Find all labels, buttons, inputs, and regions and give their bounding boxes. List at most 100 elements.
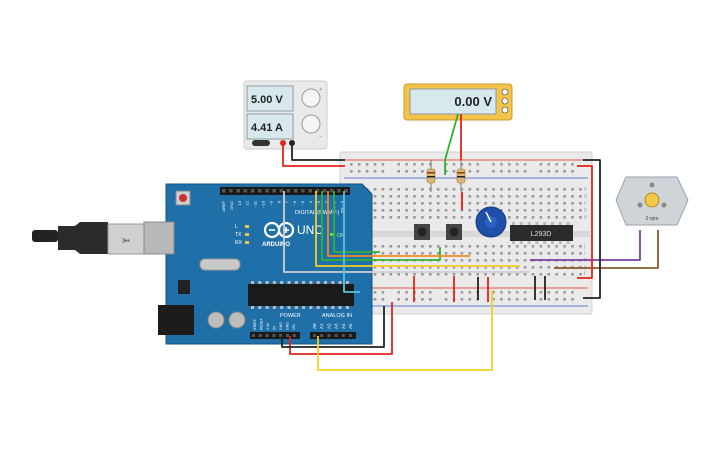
power-pin-label: GND bbox=[279, 322, 283, 330]
digital-pin-label: ~10 bbox=[261, 200, 266, 208]
digital-pin-label: 2 bbox=[324, 200, 329, 203]
pushbutton-1[interactable] bbox=[414, 224, 430, 240]
wire-meter-probe-green[interactable] bbox=[444, 113, 459, 175]
analog-pin-label: A5 bbox=[348, 323, 353, 329]
multimeter[interactable]: 0.00 V bbox=[403, 83, 513, 121]
pushbutton-2[interactable] bbox=[446, 224, 462, 240]
dc-jack bbox=[158, 305, 194, 335]
arduino-brand: ARDUINO bbox=[262, 242, 290, 248]
current-readout: 4.41 A bbox=[251, 122, 283, 134]
digital-pin-label: GND bbox=[229, 201, 234, 210]
wire-gnd-black[interactable] bbox=[281, 306, 385, 348]
usb-connector bbox=[107, 223, 145, 255]
wire-digital-cyan[interactable] bbox=[343, 191, 360, 293]
analog-pin-label: A4 bbox=[341, 323, 346, 329]
digital-pin-label: 4 bbox=[308, 200, 313, 203]
digital-pin-label: ~9 bbox=[268, 200, 273, 205]
analog-pin-label: A1 bbox=[319, 323, 324, 329]
voltage-display bbox=[246, 85, 294, 112]
motor-rpm: 0 rpm bbox=[646, 216, 659, 222]
voltage-readout: 5.00 V bbox=[251, 94, 283, 106]
mode-a[interactable] bbox=[501, 97, 509, 105]
power-header-label: POWER bbox=[280, 313, 301, 319]
mode-ohm[interactable] bbox=[501, 106, 509, 114]
on-led-label: ON bbox=[337, 233, 345, 239]
resistor-2[interactable] bbox=[456, 160, 466, 192]
driver-chip-label: L293D bbox=[531, 231, 552, 238]
power-pin-label: 5V bbox=[273, 325, 277, 330]
wire-analog-yellow[interactable] bbox=[317, 290, 493, 371]
usb-cable[interactable]: ⭃ bbox=[32, 222, 145, 255]
wire-5v-red[interactable] bbox=[289, 302, 393, 355]
wire-rail-black-right[interactable] bbox=[583, 159, 601, 299]
row-letter: i bbox=[584, 251, 585, 257]
atmega-chip bbox=[248, 284, 354, 306]
row-letter: e bbox=[584, 187, 587, 193]
digital-pin-label: 12 bbox=[245, 200, 250, 205]
current-knob[interactable] bbox=[301, 114, 321, 134]
digital-pin-label: AREF bbox=[221, 200, 226, 211]
row-letter: j bbox=[583, 244, 585, 250]
power-switch[interactable] bbox=[252, 140, 270, 146]
digital-header-label: DIGITAL (PWM ~) bbox=[295, 210, 339, 216]
digital-header bbox=[220, 187, 350, 195]
analog-pin-label: A0 bbox=[312, 323, 317, 329]
wires[interactable] bbox=[281, 113, 659, 371]
digital-pin-label: 13 bbox=[237, 200, 242, 205]
digital-pin-label: ~3 bbox=[316, 200, 321, 205]
ps-plus-label: + bbox=[319, 87, 322, 93]
center-channel bbox=[342, 231, 590, 237]
voltage-knob[interactable] bbox=[301, 88, 321, 108]
row-letter: b bbox=[584, 208, 587, 214]
row-letter: d bbox=[584, 194, 587, 200]
dc-motor[interactable]: 0 rpm bbox=[615, 176, 689, 226]
digital-pin-label: ~5 bbox=[300, 200, 305, 205]
rx-label: RX bbox=[235, 240, 243, 246]
capacitor-2 bbox=[228, 311, 246, 329]
arduino-model: UNO bbox=[297, 223, 324, 237]
reset-button[interactable] bbox=[179, 194, 187, 202]
row-letter: a bbox=[584, 215, 587, 221]
digital-pin-label: RX←0 bbox=[340, 200, 345, 213]
current-display bbox=[246, 113, 294, 140]
l-label: L bbox=[235, 224, 238, 230]
usb-plug bbox=[58, 222, 108, 254]
multimeter-readout: 0.00 V bbox=[454, 94, 492, 109]
resistor-1[interactable] bbox=[426, 160, 436, 192]
tx-label: TX bbox=[235, 232, 242, 238]
wire-digital-green-2[interactable] bbox=[333, 191, 380, 253]
power-supply[interactable]: 5.00 V 4.41 A + − bbox=[243, 80, 328, 150]
digital-pin-label: ~11 bbox=[253, 200, 258, 207]
wire-ps-positive[interactable] bbox=[282, 143, 345, 167]
ps-minus-label: − bbox=[319, 134, 322, 140]
analog-pin-label: A3 bbox=[334, 323, 339, 329]
mode-v[interactable] bbox=[501, 88, 509, 96]
power-pin-label: 3.3V bbox=[266, 322, 270, 330]
wire-ps-negative[interactable] bbox=[291, 143, 345, 161]
wire-rail-red-right[interactable] bbox=[577, 165, 593, 279]
analog-header-label: ANALOG IN bbox=[322, 313, 352, 319]
wire-motor-purple[interactable] bbox=[530, 230, 641, 261]
usb-icon: ⭃ bbox=[122, 235, 130, 246]
motor-shaft bbox=[644, 192, 660, 208]
wire-digital-yellow[interactable] bbox=[315, 191, 520, 267]
power-pin-label: VIN bbox=[292, 324, 296, 330]
potentiometer[interactable] bbox=[475, 206, 507, 238]
wire-digital-white[interactable] bbox=[283, 191, 530, 273]
digital-pin-label: 7 bbox=[284, 200, 289, 203]
wire-digital-green[interactable] bbox=[321, 191, 441, 261]
power-pin-label: RESET bbox=[260, 317, 264, 330]
analog-header bbox=[310, 332, 356, 339]
digital-pin-label: 8 bbox=[276, 200, 281, 203]
multimeter-display bbox=[409, 88, 497, 115]
wire-motor-brown[interactable] bbox=[554, 230, 659, 269]
power-pin-label: GND bbox=[286, 322, 290, 330]
on-led bbox=[330, 233, 335, 236]
wire-digital-orange[interactable] bbox=[327, 191, 470, 257]
driver-chip[interactable]: L293D bbox=[510, 222, 573, 244]
row-letter: c bbox=[584, 201, 587, 207]
